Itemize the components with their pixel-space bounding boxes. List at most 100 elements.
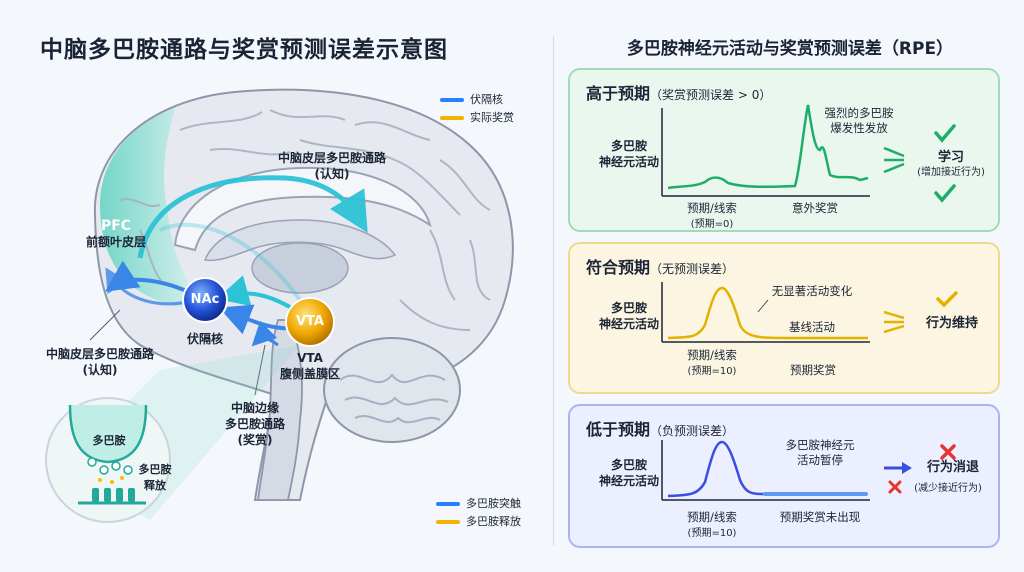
- panel-expected-heading: 符合预期（无预测误差）: [586, 254, 734, 278]
- panel-below-sub: （负预测误差）: [650, 424, 735, 438]
- legend-swatch-reward: [440, 116, 464, 120]
- divider: [553, 36, 554, 546]
- panel-expected-title: 符合预期: [586, 258, 651, 277]
- panel-above-ylabel-2: 神经元活动: [598, 155, 659, 169]
- legend-swatch-nac: [440, 98, 464, 102]
- panel-above-ylabel-1: 多巴胺: [610, 139, 647, 153]
- panel-below-cue-1: 预期/线索: [687, 510, 737, 524]
- panel-expected-outcome: 行为维持: [925, 316, 978, 331]
- panel-expected-annot-1: 无显著活动变化: [771, 284, 853, 298]
- panel-above-outcome-2: (增加接近行为): [917, 167, 985, 178]
- nac-node: [182, 277, 228, 323]
- vta-line2: 腹侧盖膜区: [279, 367, 340, 381]
- nac-abbr: NAc: [190, 292, 220, 307]
- panel-below-trace: [667, 440, 766, 498]
- panel-below-reward: 预期奖赏未出现: [779, 510, 861, 524]
- synapse-dopamine-label: 多巴胺: [92, 434, 126, 447]
- panel-above-outcome: 学习 (增加接近行为): [906, 150, 996, 180]
- mesolimbic-label: 中脑边缘 多巴胺通路 (奖赏): [205, 400, 305, 448]
- synapse-release-label: 多巴胺 释放: [130, 462, 180, 494]
- cross-icon-2: [888, 480, 902, 494]
- pfc-label: PFC 前额叶皮层: [76, 218, 156, 250]
- cross-icon-1: [940, 444, 956, 460]
- panel-above-title: 高于预期: [586, 84, 651, 103]
- mesocortical-top-label: 中脑皮层多巴胺通路 (认知): [262, 150, 402, 182]
- vta-abbr: VTA: [296, 314, 324, 329]
- panel-above-reward: 意外奖赏: [792, 201, 838, 215]
- panel-below-axes: [661, 440, 870, 501]
- panel-expected-reward: 预期奖赏: [790, 363, 836, 377]
- mesocortical-left-line2: (认知): [82, 363, 118, 377]
- legend-label-release: 多巴胺释放: [466, 515, 521, 528]
- legend-label-synapse: 多巴胺突触: [466, 497, 521, 510]
- synapse-release-line1: 多巴胺: [138, 463, 172, 476]
- vta-node: [285, 297, 335, 347]
- panel-above-axes: [661, 108, 870, 197]
- panel-below-annot-2: 活动暂停: [797, 453, 843, 467]
- panel-below-ylabel: 多巴胺 神经元活动: [594, 457, 664, 489]
- panel-below-ylabel-2: 神经元活动: [598, 474, 659, 488]
- panel-below-cue-2: (预期=10): [687, 528, 737, 539]
- panel-above-cue: 预期/线索 (预期=0): [672, 201, 752, 232]
- mesolimbic-arrow: [251, 320, 279, 347]
- panel-below-arrowhead: [902, 462, 912, 474]
- mesocortical-arc: [159, 222, 302, 302]
- panel-above-expectation: 高于预期（奖赏预测误差 > 0）: [568, 68, 1000, 232]
- panel-above-cue-1: 预期/线索: [687, 201, 737, 215]
- vta-line1: VTA: [297, 351, 323, 365]
- panel-above-cue-2: (预期=0): [690, 219, 734, 230]
- mesolimbic-line2: 多巴胺通路: [224, 417, 285, 431]
- panel-expected-axes: [661, 282, 870, 343]
- check-icon-2: [934, 184, 956, 203]
- panel-below-outcome-1: 行为消退: [926, 460, 979, 475]
- panel-above-annot-1: 强烈的多巴胺: [824, 106, 894, 120]
- mesocortical-top-pathway: [137, 175, 368, 259]
- brain-sulci: [119, 109, 491, 331]
- legend-release: 多巴胺释放: [436, 515, 521, 529]
- leader-mesocortical-left: [89, 309, 121, 341]
- check-icon-3: [936, 291, 958, 308]
- legend-nac: 伏隔核: [440, 93, 503, 107]
- pfc-name: 前额叶皮层: [85, 235, 146, 249]
- legend-synapse: 多巴胺突触: [436, 497, 521, 511]
- panel-above-annotation: 强烈的多巴胺 爆发性发放: [814, 106, 904, 136]
- synapse-release-line2: 释放: [144, 479, 166, 492]
- panel-expected-annot-2: 基线活动: [789, 320, 835, 334]
- panel-above-outcome-arrows: [883, 146, 905, 174]
- vta-label: VTA 腹侧盖膜区: [270, 350, 350, 382]
- panel-below-ylabel-1: 多巴胺: [610, 458, 647, 472]
- pfc-abbr: PFC: [100, 218, 132, 234]
- legend-label-nac: 伏隔核: [470, 93, 503, 106]
- presynaptic-terminal: [68, 404, 148, 464]
- panel-expected-cue: 预期/线索 (预期=10): [672, 348, 752, 379]
- mesocortical-left-label: 中脑皮层多巴胺通路 (认知): [30, 346, 170, 378]
- left-title: 中脑多巴胺通路与奖赏预测误差示意图: [40, 37, 448, 63]
- panel-expected-sub: （无预测误差）: [650, 262, 735, 276]
- panel-above-outcome-1: 学习: [937, 150, 964, 165]
- panel-above-trace: [667, 104, 869, 190]
- mesolimbic-line3: (奖赏): [237, 433, 273, 447]
- mesolimbic-line1: 中脑边缘: [230, 401, 279, 415]
- legend-label-reward: 实际奖赏: [470, 111, 514, 124]
- panel-below-outcome-2: (减少接近行为): [914, 483, 982, 494]
- nac-name: 伏隔核: [186, 332, 223, 346]
- panel-expected-trace: [667, 286, 868, 340]
- cerebellum: [323, 337, 461, 443]
- panel-expected-ylabel-1: 多巴胺: [610, 301, 647, 315]
- right-title: 多巴胺神经元活动与奖赏预测误差（RPE）: [626, 39, 954, 59]
- panel-expected-ylabel: 多巴胺 神经元活动: [594, 300, 664, 332]
- frontal-cortex-region: [100, 108, 205, 310]
- mesocortical-top-line1: 中脑皮层多巴胺通路: [277, 151, 386, 165]
- panel-expected-outcome-arrows: [883, 310, 905, 334]
- postsynaptic-receptors: [92, 488, 135, 502]
- legend-swatch-release: [436, 520, 460, 524]
- mesocortical-top-line2: (认知): [314, 167, 350, 181]
- check-icon-1: [934, 124, 956, 143]
- legend-swatch-synapse: [436, 502, 460, 506]
- panel-below-title: 低于预期: [586, 420, 651, 439]
- brain-illustration: [45, 88, 514, 523]
- vta-to-nac-arrow-1: [216, 275, 297, 312]
- panel-below-expectation: 低于预期（负预测误差）: [568, 404, 1000, 548]
